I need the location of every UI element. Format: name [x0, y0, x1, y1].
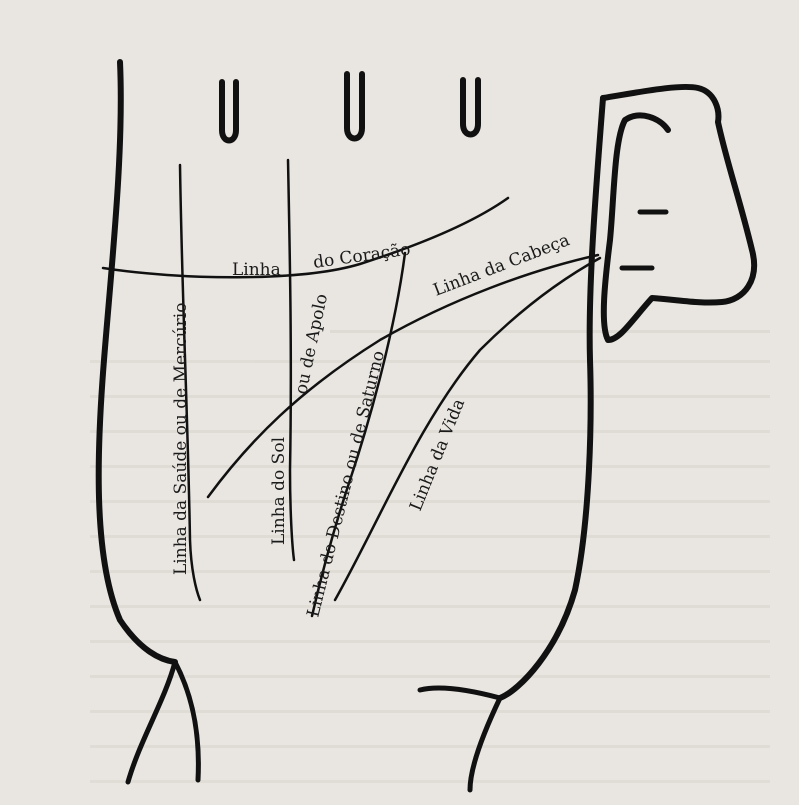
- sun-line-label-a: Linha do Sol: [269, 437, 289, 545]
- heart-line-label-a: Linha: [232, 260, 281, 280]
- health-line-label: Linha da Saúde ou de Mercúrio: [171, 303, 191, 575]
